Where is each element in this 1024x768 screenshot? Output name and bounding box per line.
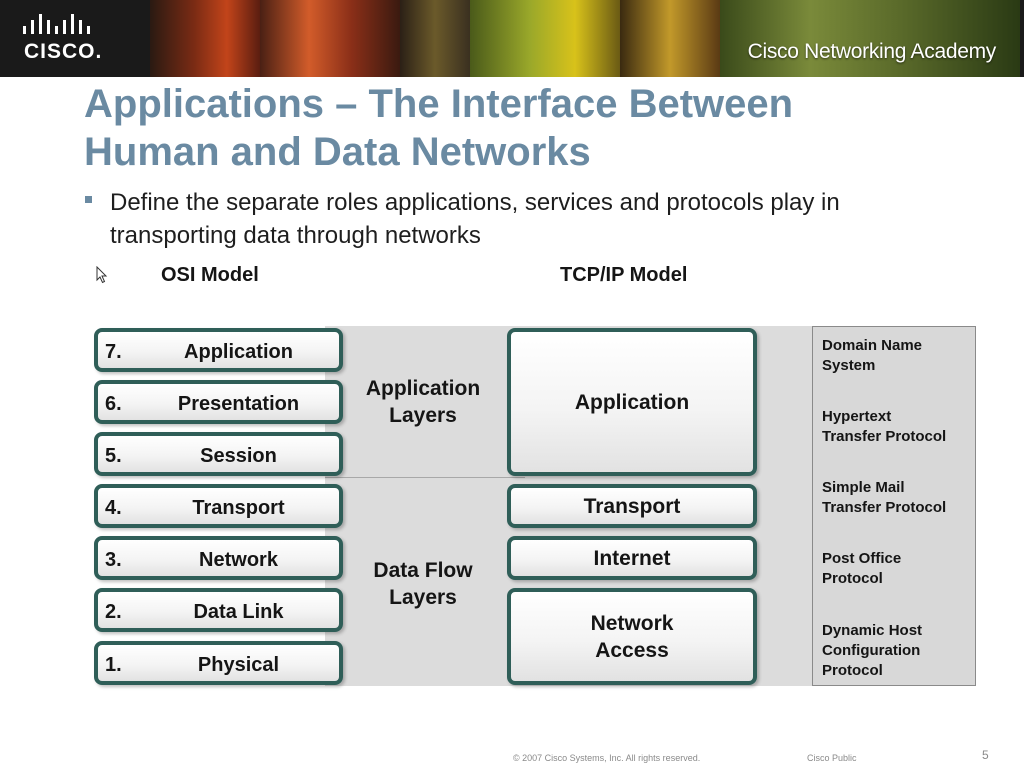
osi-model-heading: OSI Model [161,264,259,286]
slide-title: Applications – The Interface Between Hum… [84,80,984,176]
osi-layer-session: 5. Session [94,432,343,476]
tcpip-layer-name-line-1: Network [590,611,674,635]
osi-layer-number: 7. [105,341,122,363]
osi-layer-number: 4. [105,497,122,519]
slide-title-line-1: Applications – The Interface Between [84,82,794,126]
tcpip-layer-network-access: Network Access [507,588,757,685]
academy-brand: Cisco Networking Academy [747,40,997,63]
osi-layer-number: 2. [105,601,122,623]
mouse-pointer-icon [96,266,108,284]
banner-photo-2 [260,0,400,77]
application-layers-label-line-2: Layers [389,404,457,427]
cisco-logo: CISCO. [22,14,122,64]
tcpip-layer-name-line-2: Access [595,638,669,662]
banner-photo-1 [150,0,260,77]
osi-layer-number: 6. [105,393,122,415]
osi-layer-name: Data Link [193,601,284,623]
tcpip-layer-transport: Transport [507,484,757,528]
page-number: 5 [982,748,989,762]
slide-title-line-2: Human and Data Networks [84,130,591,174]
osi-layer-application: 7. Application [94,328,343,372]
tcpip-layer-name: Application [575,389,689,416]
data-flow-layers-label-line-1: Data Flow [373,559,473,582]
banner-photo-5 [620,0,720,77]
protocol-line: Transfer Protocol [822,499,947,516]
osi-layer-network: 3. Network [94,536,343,580]
band-divider [325,477,525,478]
osi-layer-name: Transport [192,497,285,519]
protocol-line: System [822,357,876,374]
protocol-smtp: Simple Mail Transfer Protocol [822,478,972,518]
osi-layer-physical: 1. Physical [94,641,343,685]
data-flow-layers-label: Data Flow Layers [325,557,521,611]
tcpip-layer-name-line-1: Transport [583,494,681,518]
banner-photo-3 [400,0,470,77]
osi-layer-data-link: 2. Data Link [94,588,343,632]
osi-layer-name: Network [199,549,278,571]
osi-layer-name: Presentation [177,393,300,415]
osi-layer-name: Session [200,445,277,467]
footer-copyright: © 2007 Cisco Systems, Inc. All rights re… [513,753,701,763]
osi-layer-name: Application [184,341,293,363]
protocol-panel: Domain Name System Hypertext Transfer Pr… [812,326,976,686]
osi-layer-number: 5. [105,445,122,467]
protocol-line: Post Office [822,550,902,567]
protocol-pop: Post Office Protocol [822,549,972,589]
protocol-line: Domain Name [822,337,923,354]
tcpip-layer-name: Transport [584,493,681,520]
protocol-line: Protocol [822,662,883,679]
osi-layer-transport: 4. Transport [94,484,343,528]
osi-layer-name: Physical [197,654,280,676]
footer-classification: Cisco Public [807,753,857,763]
protocol-line: Hypertext [822,408,892,425]
osi-layer-number: 1. [105,654,122,676]
bullet-square-icon [85,196,92,203]
tcpip-layer-name: Internet [593,545,670,572]
protocol-line: Dynamic Host [822,622,923,639]
protocol-line: Protocol [822,570,883,587]
tcpip-layer-name-line-1: Application [574,390,690,414]
protocol-http: Hypertext Transfer Protocol [822,407,972,447]
protocol-dns: Domain Name System [822,336,972,376]
osi-layer-number: 3. [105,549,122,571]
application-layers-label: Application Layers [325,375,521,429]
tcpip-layer-name: Network Access [591,610,674,664]
protocol-line: Simple Mail [822,479,905,496]
tcpip-layer-internet: Internet [507,536,757,580]
header-banner: CISCO. Cisco Networking Academy [0,0,1024,77]
data-flow-layers-label-line-2: Layers [389,586,457,609]
banner-photo-6 [720,0,1020,77]
tcpip-layer-application: Application [507,328,757,476]
tcpip-layer-name-line-1: Internet [593,546,671,570]
banner-photo-4 [470,0,620,77]
protocol-line: Configuration [822,642,921,659]
bullet-text: Define the separate roles applications, … [110,189,840,249]
cisco-bars-icon [23,14,90,34]
cisco-logo-text: CISCO. [24,40,103,63]
protocol-dhcp: Dynamic Host Configuration Protocol [822,621,972,681]
application-layers-label-line-1: Application [365,377,481,400]
osi-layer-presentation: 6. Presentation [94,380,343,424]
tcpip-model-heading: TCP/IP Model [560,264,688,286]
protocol-line: Transfer Protocol [822,428,947,445]
